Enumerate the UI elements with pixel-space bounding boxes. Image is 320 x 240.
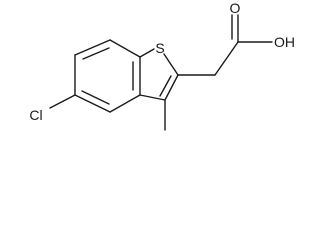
bond-c2-c3 (164, 74, 179, 101)
thiophene-ring (139, 48, 179, 101)
double-bond-c7-c6 (82, 47, 110, 60)
hydroxyl-label: OH (274, 34, 295, 50)
benzene-ring (74, 39, 141, 113)
bond-c7-c6 (74, 39, 111, 56)
double-bond-c2-c3 (159, 75, 172, 97)
chloro-bond (49, 94, 76, 109)
bond-c7a-c7 (109, 39, 141, 58)
molecule-structure: S Cl O OH (29, 0, 295, 131)
chlorine-atom-label: Cl (29, 107, 42, 123)
sulfur-atom-label: S (155, 40, 164, 56)
double-bond-c5-c4 (81, 90, 110, 105)
bond-c5-c4 (74, 94, 111, 113)
structure-canvas: S Cl O OH (29, 0, 295, 131)
bond-ch2-carboxyl (214, 41, 239, 76)
carbonyl-oxygen-label: O (230, 0, 241, 16)
bond-s-c2 (163, 53, 179, 76)
bond-c7a-s (139, 48, 155, 58)
bond-c3-c3a (139, 94, 166, 101)
bond-c4-c3a (109, 94, 141, 113)
substituents (49, 14, 273, 131)
